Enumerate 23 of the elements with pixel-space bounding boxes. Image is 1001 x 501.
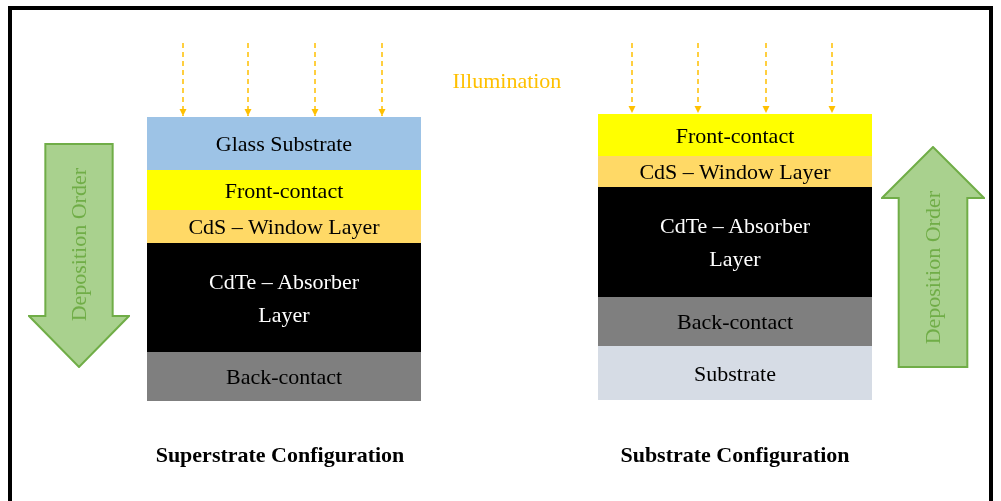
illumination-label: Illumination (452, 68, 562, 94)
layer-band: Front-contact (598, 114, 872, 156)
layer-band: Glass Substrate (147, 117, 421, 170)
layer-band: Back-contact (598, 297, 872, 346)
layer-band: CdS – Window Layer (147, 210, 421, 243)
dashed-arrow (828, 42, 836, 114)
layer-band: Substrate (598, 346, 872, 400)
arrow-label: Deposition Order (920, 190, 946, 345)
configuration-caption: Substrate Configuration (620, 442, 850, 468)
layer-band: CdTe – Absorber Layer (598, 187, 872, 297)
dashed-arrow (244, 42, 252, 117)
dashed-arrow (378, 42, 386, 117)
dashed-arrow (311, 42, 319, 117)
layer-band: CdS – Window Layer (598, 156, 872, 187)
dashed-arrow (179, 42, 187, 117)
arrow-label: Deposition Order (66, 168, 92, 322)
layer-band: CdTe – Absorber Layer (147, 243, 421, 352)
dashed-arrow (694, 42, 702, 114)
layer-band: Front-contact (147, 170, 421, 210)
dashed-arrow (628, 42, 636, 114)
layer-band: Back-contact (147, 352, 421, 401)
configuration-caption: Superstrate Configuration (155, 442, 405, 468)
dashed-arrow (762, 42, 770, 114)
